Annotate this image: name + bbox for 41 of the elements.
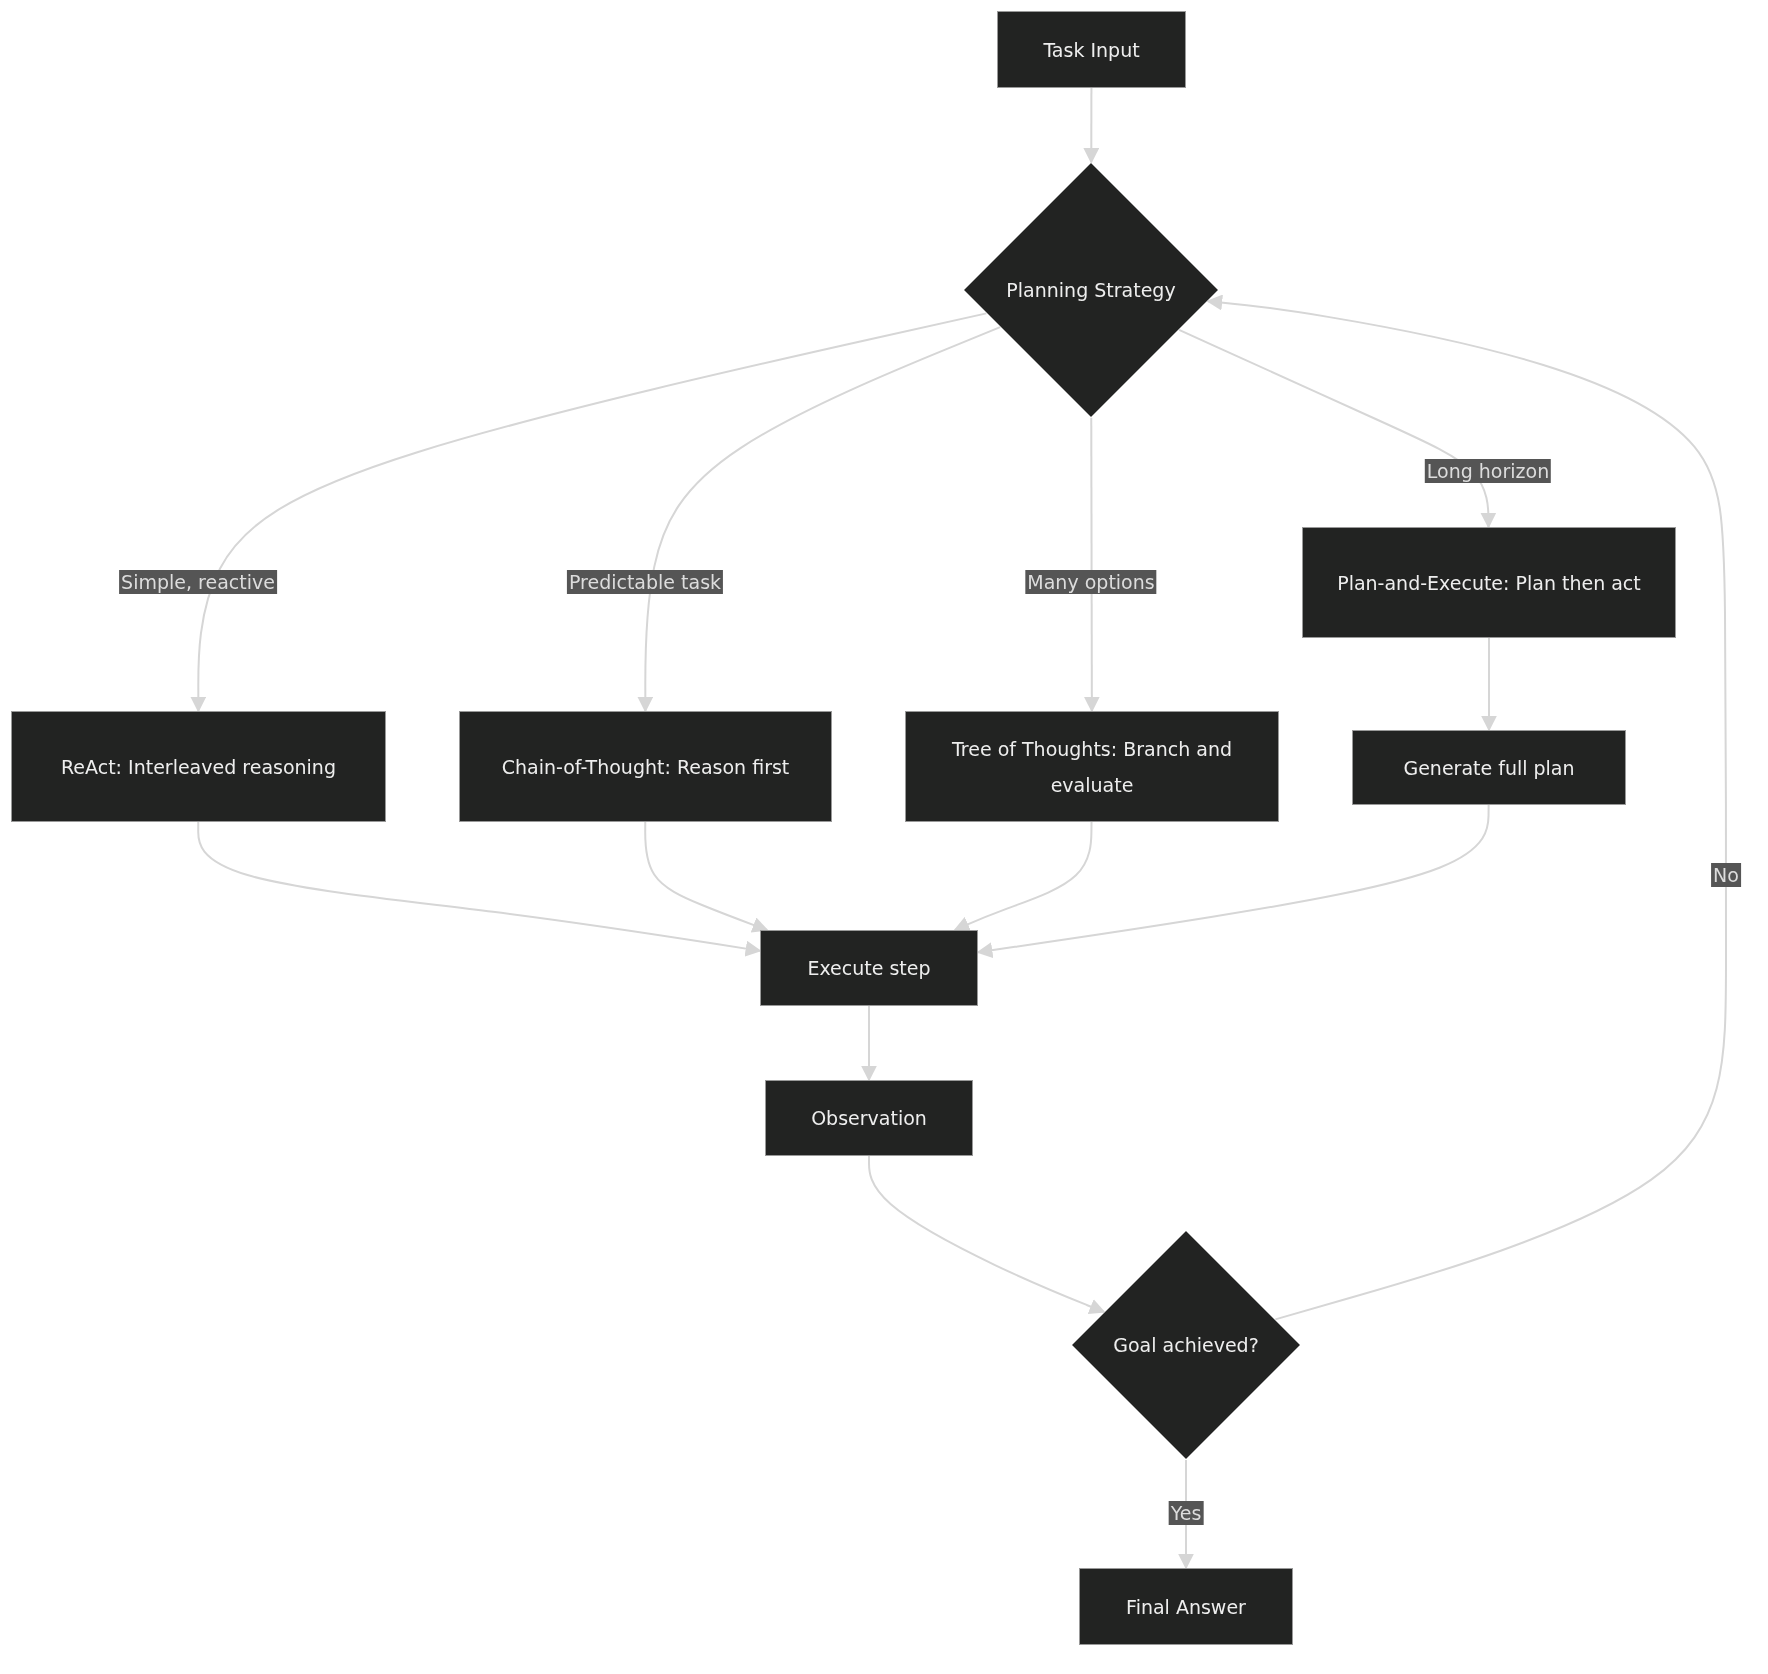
arrow [976, 804, 1490, 959]
node-label: Plan-and-Execute: Plan then act [1336, 570, 1642, 596]
arrow [1481, 637, 1497, 732]
arrow [190, 312, 988, 713]
process-box [1352, 730, 1626, 805]
process-box [765, 1080, 973, 1156]
node-label: Chain-of-Thought: Reason first [500, 754, 791, 780]
node-label: Execute step [806, 956, 932, 981]
edge-label: No [1711, 863, 1741, 887]
node-label: ReAct: Interleaved reasoning [60, 754, 337, 780]
node-label: Observation [810, 1106, 928, 1131]
process-box [1079, 1568, 1293, 1645]
arrow [1178, 328, 1497, 529]
arrow [953, 821, 1093, 932]
arrow [1083, 416, 1100, 713]
node-label: Tree of Thoughts: Branch and evaluate [951, 736, 1233, 798]
process-box [760, 930, 978, 1006]
decision-diamond [963, 162, 1219, 418]
process-box [997, 11, 1186, 88]
edge-label: Predictable task [566, 570, 724, 594]
node-label: Goal achieved? [1112, 1333, 1260, 1358]
arrow [644, 821, 769, 933]
arrow [197, 821, 762, 957]
process-box [11, 711, 386, 822]
node-label: Generate full plan [1402, 755, 1576, 781]
node-label: Planning Strategy [1005, 278, 1177, 303]
edge-label: Many options [1025, 570, 1157, 594]
node-label: Task Input [1042, 37, 1141, 63]
process-box [905, 711, 1279, 822]
edge-label: Simple, reactive [119, 570, 277, 594]
edge-label: Yes [1168, 1501, 1204, 1525]
arrow [1083, 87, 1100, 164]
arrow [1206, 294, 1727, 1321]
process-box [1302, 527, 1676, 638]
process-box [459, 711, 832, 822]
arrow [868, 1155, 1106, 1314]
arrow [637, 326, 1002, 713]
node-label: Final Answer [1125, 1594, 1247, 1620]
arrow [861, 1005, 877, 1082]
decision-diamond [1071, 1230, 1301, 1460]
edge-label: Long horizon [1424, 459, 1552, 483]
